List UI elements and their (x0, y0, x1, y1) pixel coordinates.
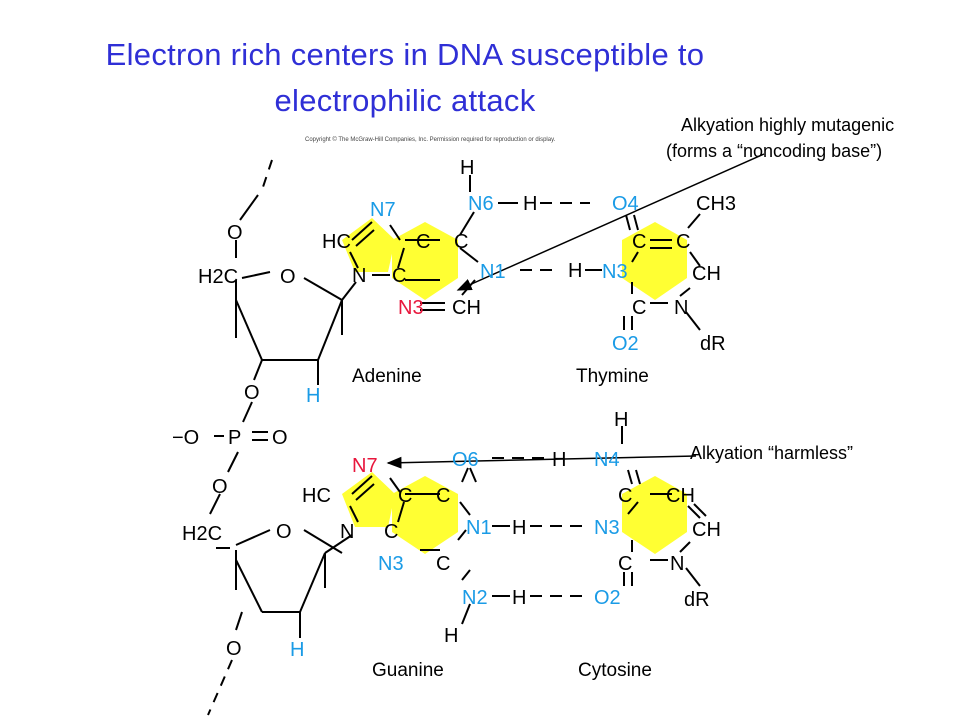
thymine-ch3-label: CH3 (696, 193, 736, 215)
adenine-c6-label: C (454, 231, 468, 253)
cytosine-ring-highlight (622, 476, 687, 554)
title-line-1: Electron rich centers in DNA susceptible… (105, 37, 705, 72)
sugar-bottom-h2c-label: H2C (182, 523, 222, 545)
adenine-n1-label: N1 (480, 261, 506, 283)
guanine-n1-label: N1 (466, 517, 492, 539)
annotation-mutagenic-line-2: (forms a “noncoding base”) (666, 141, 883, 161)
thymine-dr-label: dR (700, 333, 726, 355)
cytosine-dr-label: dR (684, 589, 710, 611)
sugar-top-ring-o-label: O (280, 266, 296, 288)
bond-lines (207, 159, 707, 716)
cytosine-c4-label: C (618, 485, 632, 507)
cytosine-n4-h-label: H (552, 449, 566, 471)
cytosine-name: Cytosine (578, 660, 652, 681)
guanine-c5-label: C (398, 485, 412, 507)
thymine-n3-label: N3 (602, 261, 628, 283)
sugar-top-o5-label: O (227, 222, 243, 244)
adenine-c5-label: C (416, 231, 430, 253)
adenine-five-ring-highlight (342, 218, 395, 272)
guanine-six-ring-highlight (392, 476, 458, 554)
adenine-name: Adenine (352, 366, 422, 387)
guanine-n1-h-label: H (512, 517, 526, 539)
sugar-top-h2c-label: H2C (198, 266, 238, 288)
thymine-name: Thymine (576, 366, 649, 387)
adenine-n6-label: N6 (468, 193, 494, 215)
cytosine-n3-label: N3 (594, 517, 620, 539)
guanine-hc-label: HC (302, 485, 331, 507)
adenine-n9-label: N (352, 265, 366, 287)
sugar-top-o3-label: O (244, 382, 260, 404)
annotation-mutagenic-line-1: Alkyation highly mutagenic (681, 115, 895, 135)
adenine-c4-label: C (392, 265, 406, 287)
cytosine-n1-label: N (670, 553, 684, 575)
thymine-o2-label: O2 (612, 333, 639, 355)
guanine-n2-label: N2 (462, 587, 488, 609)
title-line-2: electrophilic attack (274, 83, 536, 118)
cytosine-ch-right-label: CH (692, 519, 721, 541)
phosphate-p-label: P (228, 427, 241, 449)
arrow-to-adenine-n3 (456, 153, 765, 291)
cytosine-o2-label: O2 (594, 587, 621, 609)
adenine-n3-label: N3 (398, 297, 424, 319)
guanine-five-ring-highlight (342, 472, 395, 527)
thymine-o4-label: O4 (612, 193, 639, 215)
guanine-n7-label: N7 (352, 455, 378, 477)
guanine-c2-label: C (436, 553, 450, 575)
ring-highlights (342, 218, 687, 554)
phosphate-minus-o-label: −O (172, 427, 199, 449)
guanine-c4-label: C (384, 521, 398, 543)
thymine-n3-h-label: H (568, 260, 582, 282)
thymine-c6-label: C (676, 231, 690, 253)
page-title: Electron rich centers in DNA susceptible… (0, 32, 810, 124)
thymine-c5-label: C (632, 231, 646, 253)
adenine-n7-label: N7 (370, 199, 396, 221)
phosphate-o-label: O (272, 427, 288, 449)
sugar-top-h-label: H (306, 385, 320, 407)
sugar-bottom-h-label: H (290, 639, 304, 661)
guanine-name: Guanine (372, 660, 444, 681)
phosphate-lower-o-label: O (212, 476, 228, 498)
annotation-harmless: Alkyation “harmless” (690, 443, 854, 463)
thymine-n1-label: N (674, 297, 688, 319)
cytosine-top-h-label: H (614, 409, 628, 431)
copyright-notice: Copyright © The McGraw-Hill Companies, I… (305, 137, 556, 143)
cytosine-c2-label: C (618, 553, 632, 575)
guanine-n2-h-label: H (512, 587, 526, 609)
arrow-to-guanine-n7 (386, 455, 697, 469)
adenine-hc-label: HC (322, 231, 351, 253)
guanine-c6-label: C (436, 485, 450, 507)
thymine-ring-highlight (622, 222, 687, 300)
adenine-ch-label: CH (452, 297, 481, 319)
cytosine-ch-top-label: CH (666, 485, 695, 507)
sugar-bottom-o3-label: O (226, 638, 242, 660)
sugar-bottom-ring-o-label: O (276, 521, 292, 543)
guanine-bottom-h-label: H (444, 625, 458, 647)
thymine-ch-label: CH (692, 263, 721, 285)
adenine-h-label: H (460, 157, 474, 179)
cytosine-n4-label: N4 (594, 449, 620, 471)
thymine-c2-label: C (632, 297, 646, 319)
guanine-o6-label: O6 (452, 449, 479, 471)
adenine-n6-h-label: H (523, 193, 537, 215)
guanine-n9-label: N (340, 521, 354, 543)
guanine-n3-label: N3 (378, 553, 404, 575)
